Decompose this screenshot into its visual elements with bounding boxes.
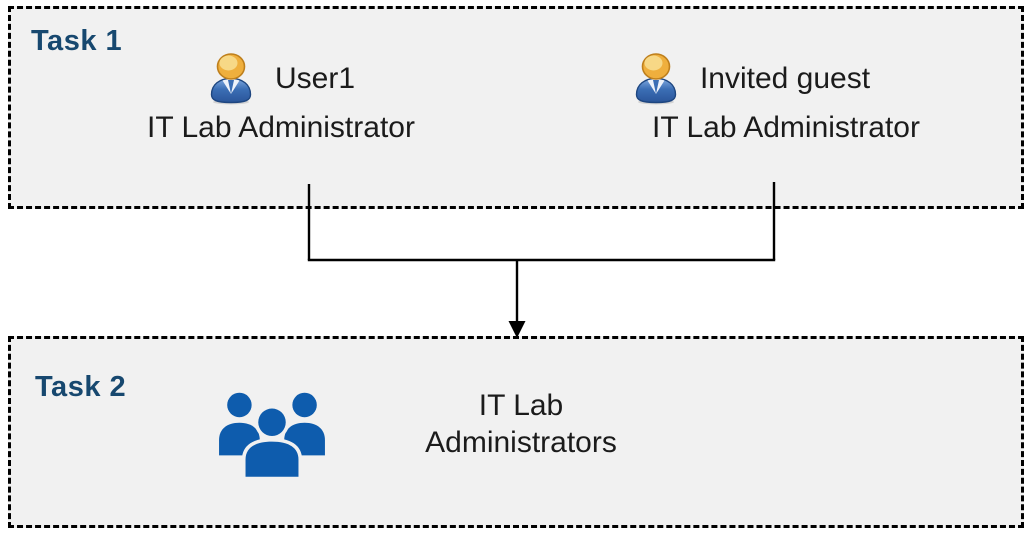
entity-invited-guest-name: Invited guest [699,62,871,95]
entity-user1-name: User1 [274,62,356,95]
task2-label: Task 2 [35,371,127,403]
group-name: IT Lab Administrators [366,387,676,461]
entity-invited-guest: Invited guest IT Lab Administrator [586,53,986,145]
task1-label: Task 1 [31,25,123,57]
entity-user1-role: IT Lab Administrator [147,111,415,144]
entity-invited-guest-role: IT Lab Administrator [652,111,920,144]
task2-box: Task 2 IT Lab Administrators [8,336,1024,528]
person-icon [635,53,677,105]
person-icon [210,53,252,105]
people-group-icon [219,392,325,478]
entity-user1: User1 IT Lab Administrator [96,53,466,145]
entity-invited-guest-head: Invited guest [632,53,870,105]
entity-user1-head: User1 [207,53,355,105]
group-name-text: IT Lab Administrators [425,389,617,459]
task1-box: Task 1 [8,6,1024,209]
